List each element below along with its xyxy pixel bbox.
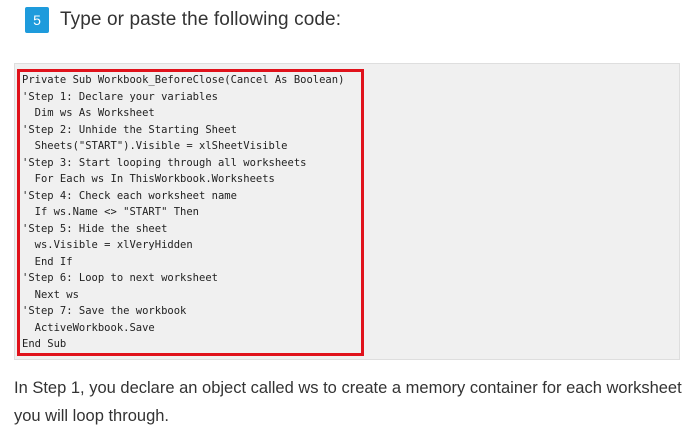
code-line: 'Step 1: Declare your variables	[22, 90, 218, 103]
code-line: ws.Visible = xlVeryHidden	[22, 239, 193, 251]
code-block: Private Sub Workbook_BeforeClose(Cancel …	[14, 63, 680, 360]
code-line: Sheets("START").Visible = xlSheetVisible	[22, 140, 288, 152]
step-heading: 5 Type or paste the following code:	[25, 6, 341, 34]
code-line: 'Step 3: Start looping through all works…	[22, 156, 307, 169]
code-line: End If	[22, 255, 73, 268]
code-line: 'Step 5: Hide the sheet	[22, 222, 168, 235]
code-line: Dim ws As Worksheet	[22, 107, 155, 119]
step-description: In Step 1, you declare an object called …	[14, 379, 682, 425]
code-lines: Private Sub Workbook_BeforeClose(Cancel …	[22, 72, 344, 353]
code-line: 'Step 7: Save the workbook	[22, 305, 187, 317]
code-line: For Each ws In ThisWorkbook.Worksheets	[22, 173, 275, 185]
code-line: 'Step 2: Unhide the Starting Sheet	[22, 123, 237, 136]
code-line: End Sub	[22, 338, 67, 350]
code-line: Private Sub Workbook_BeforeClose(Cancel …	[22, 74, 345, 86]
code-highlight-box	[17, 69, 364, 356]
code-line: If ws.Name <> "START" Then	[22, 206, 200, 218]
step-number-badge: 5	[25, 7, 49, 33]
code-line: 'Step 6: Loop to next worksheet	[22, 272, 218, 284]
code-line: ActiveWorkbook.Save	[22, 321, 155, 334]
code-line: Next ws	[22, 288, 79, 301]
code-line: 'Step 4: Check each worksheet name	[22, 189, 237, 202]
step-title: Type or paste the following code:	[60, 9, 342, 30]
